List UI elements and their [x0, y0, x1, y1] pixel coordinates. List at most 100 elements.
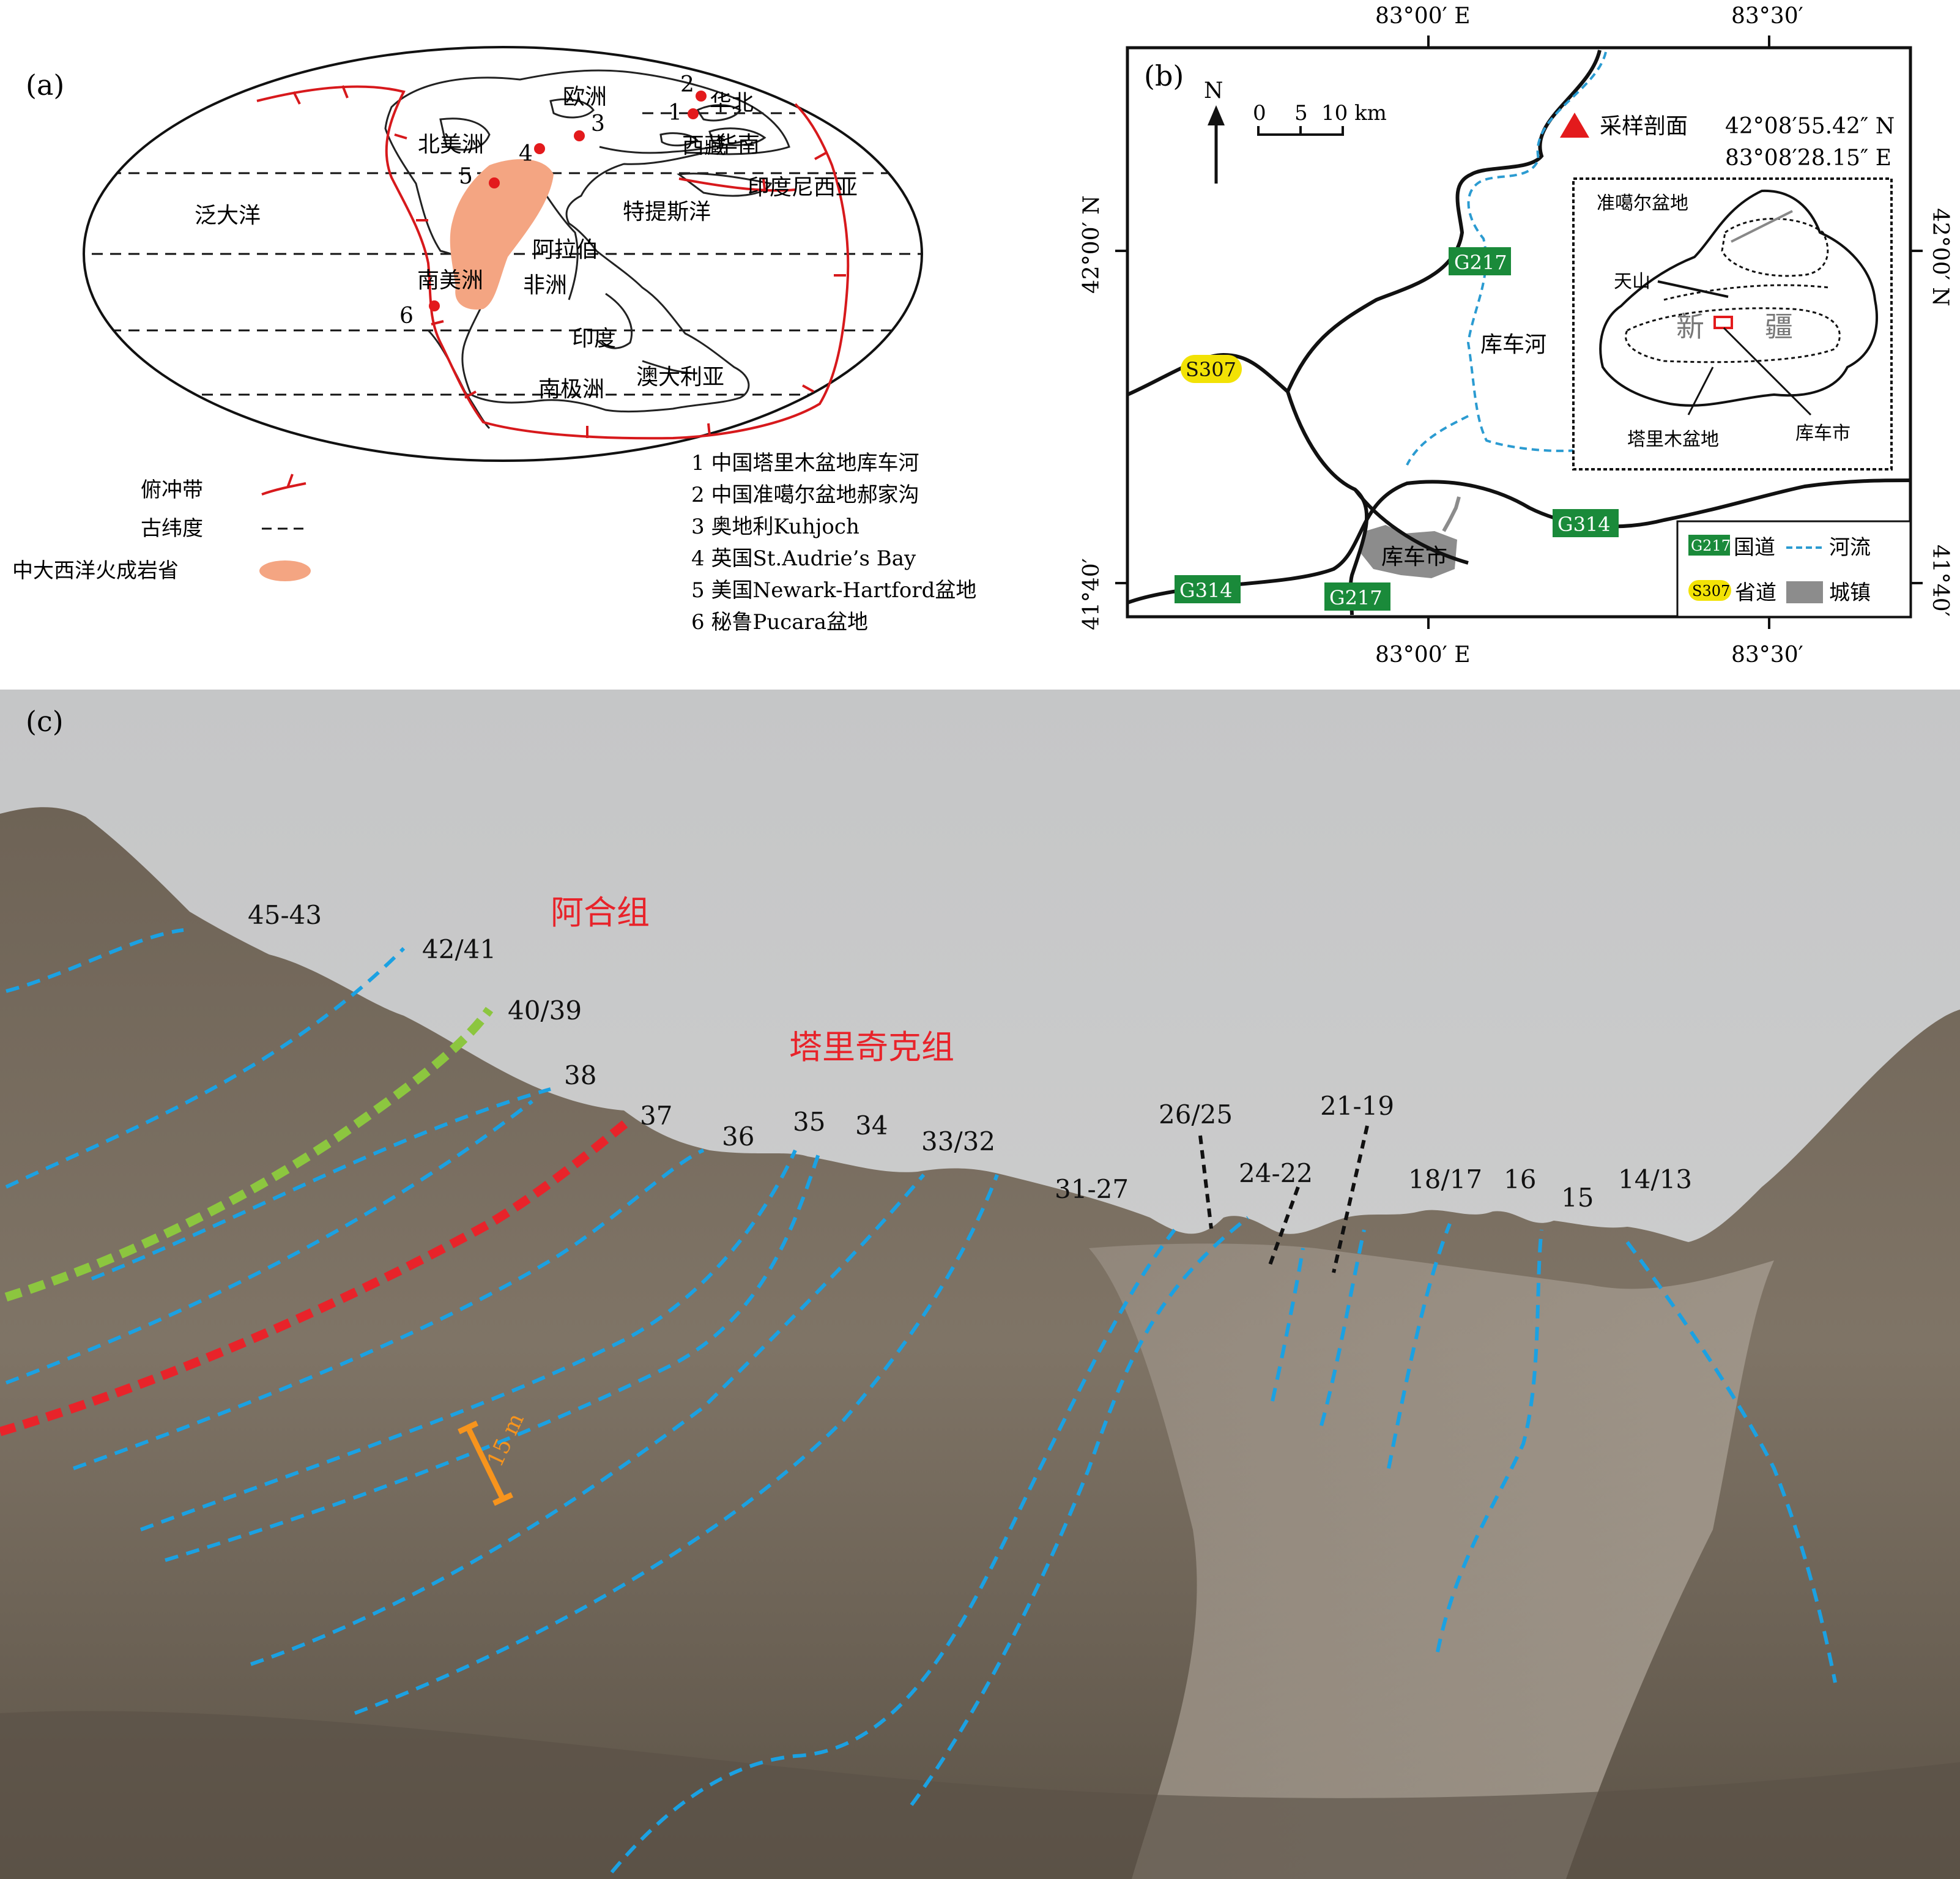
label-indonesia: 印度尼西亚 — [748, 175, 858, 200]
lat-right-1: 42°00′ N — [1928, 208, 1953, 307]
legend-thrust-symbol — [261, 482, 306, 496]
boundary — [1387, 1222, 1452, 1469]
photo-foreground — [0, 1711, 1960, 1879]
site-dot-4 — [534, 143, 545, 154]
legend-camp-symbol — [259, 560, 311, 581]
bed-leaders — [1198, 1125, 1369, 1273]
badge-g314-right — [1553, 509, 1619, 537]
panel-c: (c) 阿合组 塔里奇克组 — [0, 690, 1960, 1879]
photo-rock-light — [1089, 1243, 1774, 1879]
river-name: 库车河 — [1480, 332, 1546, 357]
panel-a-label: (a) — [26, 69, 64, 102]
thrust-belt — [256, 85, 850, 440]
road-badges: G217 S307 G314 G217 G314 — [1175, 247, 1619, 611]
inset-tarim: 塔里木盆地 — [1627, 429, 1719, 450]
legend-thrust-tooth — [286, 474, 294, 488]
inset-map — [1599, 189, 1878, 416]
site-list-6: 6 秘鲁Pucara盆地 — [691, 610, 868, 634]
site-dot-3 — [574, 130, 585, 141]
label-antarctica: 南极洲 — [538, 377, 604, 402]
tianshan-pointer — [1657, 280, 1729, 298]
bed-label-34: 34 — [855, 1111, 888, 1140]
site-number-6: 6 — [399, 303, 414, 329]
label-arabia: 阿拉伯 — [532, 237, 598, 262]
site-list-4: 4 英国St.Audrie’s Bay — [691, 546, 916, 571]
legend-provincial-badge-text: S307 — [1692, 582, 1730, 600]
roads — [1126, 50, 1911, 616]
boundary — [250, 1174, 926, 1666]
inset-kuche: 库车市 — [1795, 423, 1850, 444]
inset-junggar: 准噶尔盆地 — [1597, 193, 1688, 214]
site-dot-1 — [688, 108, 699, 119]
site-dot-6 — [429, 300, 440, 311]
lon-bottom-2: 83°30′ — [1731, 642, 1803, 668]
site-dot-5 — [489, 177, 500, 188]
camp-area — [450, 159, 554, 310]
north-label: N — [1204, 78, 1223, 103]
bed-label-40-39: 40/39 — [508, 995, 582, 1025]
river-kuche — [1466, 51, 1607, 452]
badge-s307-text: S307 — [1186, 358, 1236, 381]
lat-right-2: 41°40′ — [1928, 545, 1953, 617]
label-europe: 欧洲 — [563, 84, 607, 110]
india-outline — [595, 292, 633, 349]
north-america-block — [439, 117, 491, 151]
africa-outline — [537, 183, 579, 300]
bed-label-31-27: 31-27 — [1055, 1174, 1129, 1204]
bed-label-42-41: 42/41 — [422, 934, 496, 964]
town-area — [1361, 525, 1457, 578]
bed-label-26-25: 26/25 — [1159, 1099, 1233, 1129]
sampling-lon: 83°08′28.15″ E — [1725, 146, 1891, 171]
site-list-3: 3 奥地利Kuhjoch — [691, 515, 859, 539]
inset-jiang: 疆 — [1765, 310, 1793, 343]
thrust-tooth — [707, 423, 711, 436]
site-dot-2 — [696, 91, 707, 102]
map-legend: G217 国道 河流 S307 省道 城镇 — [1688, 535, 1871, 605]
label-africa: 非洲 — [523, 273, 567, 298]
tarim-pointer — [1687, 366, 1714, 415]
legend-river-label: 河流 — [1829, 535, 1871, 560]
scale-15m-bar — [465, 1426, 506, 1500]
boundary — [1320, 1229, 1366, 1426]
kuche-box — [1713, 316, 1733, 329]
legend-thrust-label: 俯冲带 — [141, 478, 203, 502]
bed-labels: 45-43 42/41 40/39 38 37 36 35 34 33/32 3… — [248, 900, 1692, 1213]
label-south-china: 华南 — [716, 132, 760, 157]
bed-label-16: 16 — [1504, 1164, 1536, 1194]
town-extension — [1442, 496, 1461, 532]
panel-a: (a) — [12, 46, 976, 634]
river-branch — [1406, 415, 1469, 466]
thrust-tooth — [762, 178, 766, 190]
kuche-pointer — [1723, 327, 1812, 416]
badge-g217-top-text: G217 — [1454, 251, 1507, 274]
boundary-green — [4, 1006, 494, 1302]
badge-g217-bottom — [1324, 582, 1390, 611]
lon-top-2: 83°30′ — [1731, 4, 1803, 29]
south-china-block — [708, 127, 767, 146]
boundary — [6, 928, 184, 993]
boundary — [5, 1099, 533, 1385]
boundary — [1625, 1241, 1837, 1683]
boundary — [610, 1229, 1176, 1873]
region-labels: 泛大洋 北美洲 欧洲 华北 华南 西藏 印度尼西亚 特提斯洋 阿拉伯 非洲 南美… — [195, 84, 858, 402]
north-china-block — [696, 104, 742, 122]
panel-a-legend: 俯冲带 古纬度 中大西洋火成岩省 1 中国塔里木盆地库车河 2 中国准噶尔盆地郝… — [12, 451, 976, 634]
sampling-label: 采样剖面 — [1600, 114, 1688, 139]
label-north-america: 北美洲 — [418, 132, 484, 157]
australia-outline — [642, 360, 698, 374]
scale-label-10: 10 km — [1321, 101, 1387, 125]
inset-labels: 准噶尔盆地 天山 新 疆 塔里木盆地 库车市 — [1597, 193, 1850, 450]
thrust-tooth — [394, 133, 407, 140]
badge-s307 — [1181, 355, 1242, 383]
tarim-outline — [1625, 307, 1841, 363]
boundary — [5, 947, 406, 1189]
town-name: 库车市 — [1381, 545, 1447, 570]
panel-c-label: (c) — [26, 705, 64, 738]
leader-21-19 — [1332, 1125, 1369, 1273]
thrust-teeth — [292, 85, 846, 438]
thrust-tooth — [802, 384, 814, 393]
bed-label-14-13: 14/13 — [1618, 1164, 1692, 1194]
lon-bottom-1: 83°00′ E — [1375, 642, 1471, 668]
legend-national-badge-text: G217 — [1691, 537, 1731, 554]
